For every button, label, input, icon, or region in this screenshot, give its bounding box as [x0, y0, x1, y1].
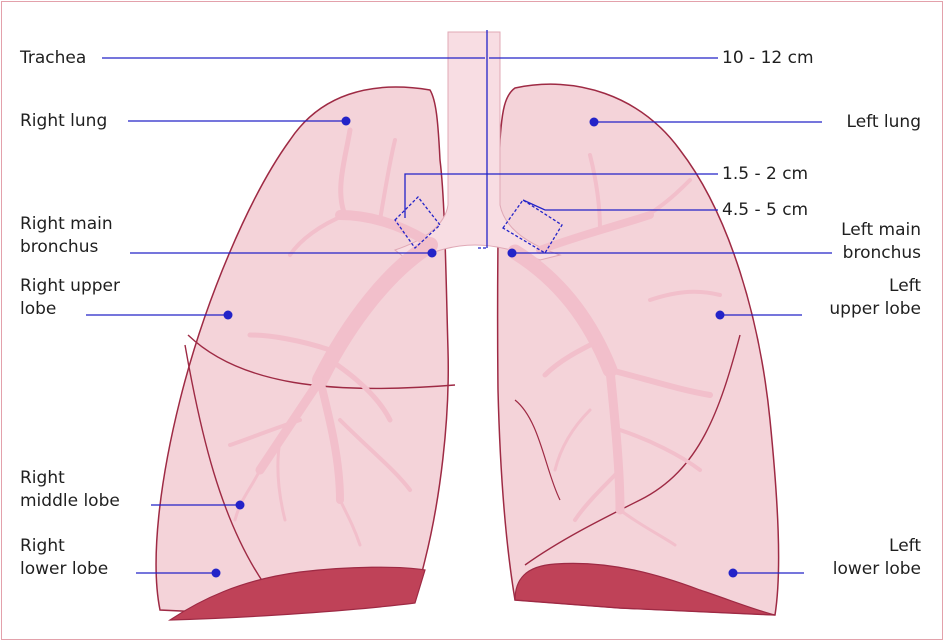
label-right-lower-lobe-line1: Right — [20, 535, 108, 558]
label-left-upper-lobe-line1: Left — [829, 275, 921, 298]
label-right-middle-lobe-line1: Right — [20, 467, 120, 490]
label-left-upper-lobe: Left upper lobe — [829, 275, 921, 321]
label-trachea-length: 10 - 12 cm — [722, 47, 814, 70]
label-right-lower-lobe-line2: lower lobe — [20, 558, 108, 581]
label-left-bronchus-length: 4.5 - 5 cm — [722, 199, 808, 222]
label-left-main-bronchus-line2: bronchus — [841, 242, 921, 265]
label-right-lung: Right lung — [20, 110, 107, 133]
label-trachea: Trachea — [20, 47, 86, 70]
label-right-bronchus-diameter: 1.5 - 2 cm — [722, 163, 808, 186]
label-left-lower-lobe: Left lower lobe — [833, 535, 921, 581]
label-right-upper-lobe: Right upper lobe — [20, 275, 120, 321]
label-right-main-bronchus-line2: bronchus — [20, 236, 113, 259]
label-left-main-bronchus-line1: Left main — [841, 219, 921, 242]
label-right-upper-lobe-line2: lobe — [20, 298, 120, 321]
label-left-lung: Left lung — [847, 111, 921, 134]
label-right-middle-lobe-line2: middle lobe — [20, 490, 120, 513]
right-lung-shape — [156, 87, 448, 615]
label-left-upper-lobe-line2: upper lobe — [829, 298, 921, 321]
label-left-lower-lobe-line2: lower lobe — [833, 558, 921, 581]
label-left-lower-lobe-line1: Left — [833, 535, 921, 558]
label-right-upper-lobe-line1: Right upper — [20, 275, 120, 298]
label-left-main-bronchus: Left main bronchus — [841, 219, 921, 265]
label-right-main-bronchus: Right main bronchus — [20, 213, 113, 259]
label-right-middle-lobe: Right middle lobe — [20, 467, 120, 513]
label-right-lower-lobe: Right lower lobe — [20, 535, 108, 581]
label-right-main-bronchus-line1: Right main — [20, 213, 113, 236]
